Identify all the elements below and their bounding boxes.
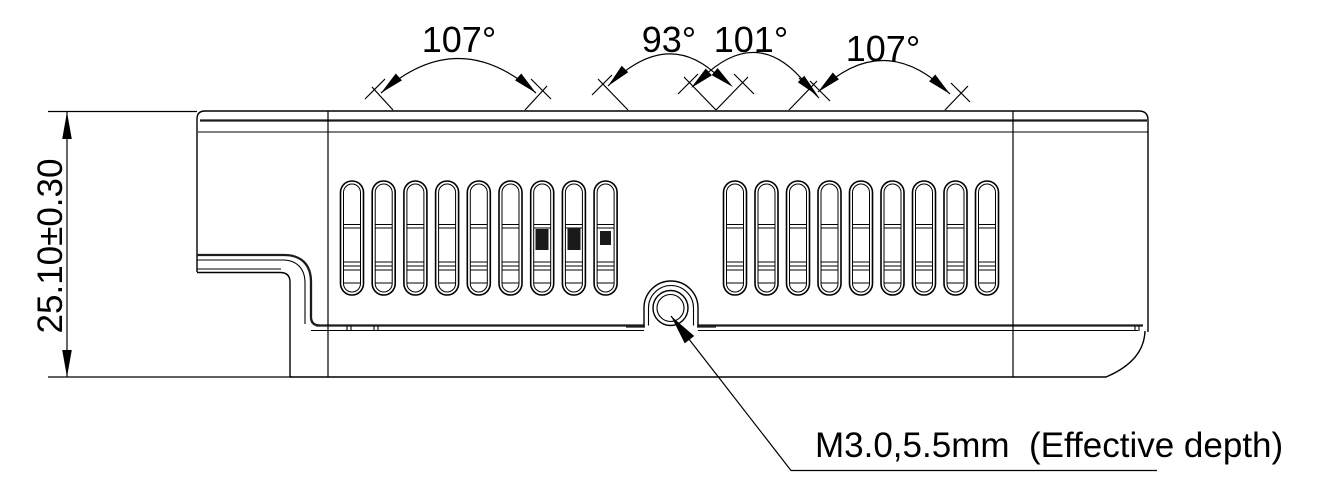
angle2-arrow-right [711,68,733,87]
device-outline [196,110,1149,378]
vent-slot [880,180,905,296]
vent-slot [529,180,555,296]
leader-arrowhead [671,316,695,344]
vent-slot [593,180,618,296]
screw-hole-inner-circle [656,293,685,323]
angle-dimension-2: 93° [591,19,733,111]
angle1-arrow-left [381,73,402,93]
angle2-label: 93° [642,19,696,60]
body-left-edge [196,110,206,272]
angle1-arc [380,57,537,94]
angle3-arrow-right [797,75,818,96]
bottom-flange [290,330,1146,378]
screw-note-label: M3.0,5.5mm (Effective depth) [815,426,1283,465]
screw-boss-inner-arch [647,284,695,326]
screw-boss [626,280,716,328]
vent-slot [911,180,937,296]
component-mark [600,231,611,245]
vent-slot [371,180,397,296]
angle-dimension-4: 107° [817,28,971,111]
vent-slots [339,180,1000,296]
height-arrow-bottom [62,350,72,377]
component-mark [535,229,549,250]
angle2-arrow-left [608,65,629,86]
angle4-label: 107° [846,28,920,69]
vent-slot [817,180,842,296]
angle1-extensions [364,78,552,111]
vent-slot [785,180,811,296]
vent-slot [466,180,492,296]
angle-shared-extension-v [677,73,755,111]
vent-slot [848,180,874,296]
v-extension-lines [677,73,755,111]
angle1-arrow-right [515,73,536,93]
screw-leader-note: M3.0,5.5mm (Effective depth) [670,315,1283,472]
left-flange-edge [197,271,291,377]
vent-slot [403,180,428,296]
left-step-inner [197,259,306,324]
bottom-edge-ticks [346,325,1140,331]
angle3-label: 101° [714,19,788,60]
vent-slot [434,180,460,296]
angle-dimension-1: 107° [364,19,552,111]
screw-boss-outer-arch [643,280,699,326]
component-mark [567,228,581,250]
angle4-arrow-left [818,72,839,92]
vent-slot [943,180,968,296]
angle-dimension-3: 101° [691,19,831,111]
angle3-arrow-left [691,68,712,88]
height-dimension: 25.10±0.30 [31,110,292,378]
screw-hole-outer-circle [652,289,689,327]
height-dimension-label: 25.10±0.30 [31,159,70,334]
angle3-arc [701,51,807,85]
angle2-extensions [591,74,629,111]
angle1-label: 107° [422,19,496,60]
angle4-extensions [944,82,971,111]
vent-slot [339,180,365,296]
body-top-right-edge [205,110,1149,332]
vent-slot [722,180,748,296]
left-step-outer [197,253,321,327]
vent-slot [974,180,1000,296]
component-marks [535,228,611,250]
leader-line [670,315,1157,472]
vent-slot [754,180,779,296]
vent-slot [498,180,523,296]
angle3-extensions [788,77,831,111]
angle4-arrow-right [929,74,950,94]
height-arrow-top [62,112,72,139]
